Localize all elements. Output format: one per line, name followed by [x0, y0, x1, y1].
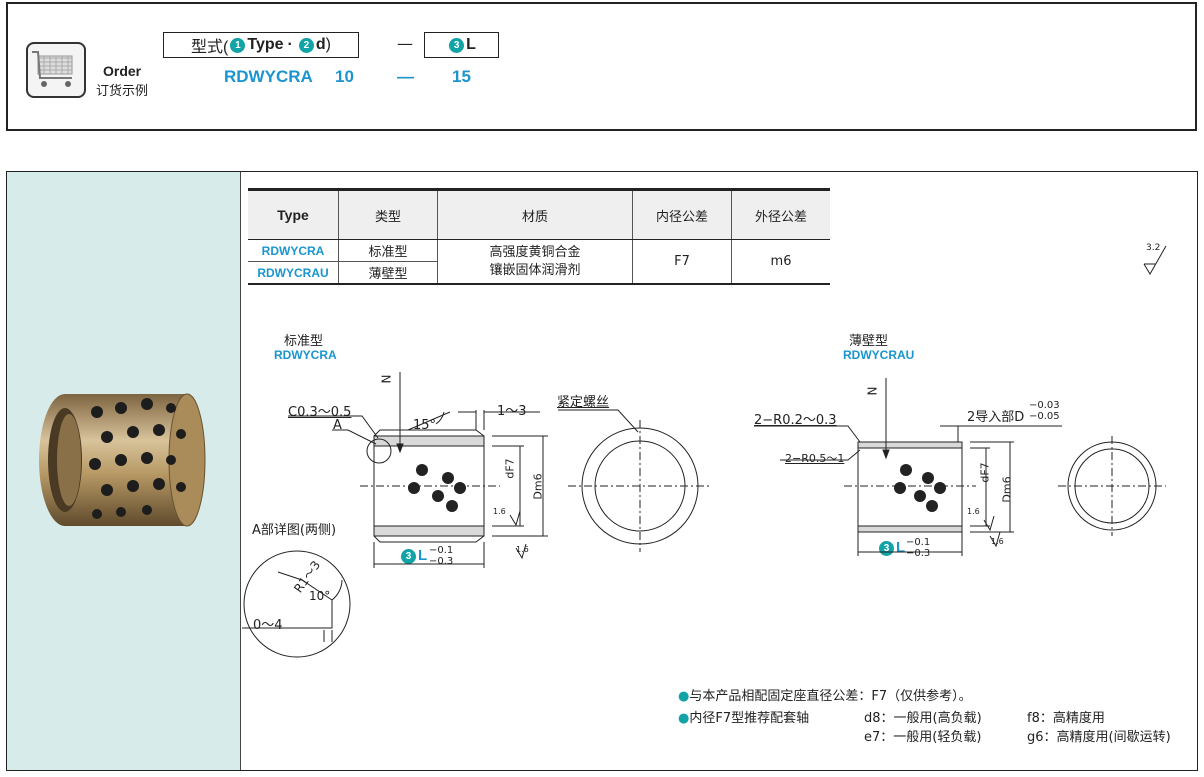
std-l-tolerance: −0.1 −0.3 — [429, 545, 453, 567]
col-header-outer-tol: 外径公差 — [731, 188, 830, 240]
thin-l-tolerance: −0.1 −0.3 — [906, 537, 930, 559]
note-f8: f8：高精度用 — [1027, 711, 1105, 726]
material-line2: 镶嵌固体润滑剂 — [489, 262, 581, 278]
std-point-a: A — [333, 418, 342, 433]
detail-title: A部详图(两侧) — [252, 523, 337, 538]
format-d-label: d — [315, 36, 326, 53]
row-type: RDWYCRA — [248, 239, 339, 262]
format-l-box: 3 L — [424, 32, 499, 58]
table-row: RDWYCRAU 薄壁型 — [248, 261, 830, 285]
format-dash: — — [397, 34, 413, 53]
note-e7: e7：一般用(轻负载) — [864, 730, 982, 745]
example-dash: — — [397, 67, 414, 86]
std-l-tol-upper: −0.1 — [429, 545, 454, 556]
example-l: 15 — [452, 67, 471, 86]
std-drawing — [242, 372, 712, 658]
product-panel — [6, 171, 1198, 771]
outer-tol-cell: m6 — [731, 239, 830, 285]
inner-tol-cell: F7 — [632, 239, 732, 285]
col-header-type: Type — [248, 188, 339, 240]
shopping-cart-icon — [26, 42, 86, 98]
roughness-symbol-icon — [1143, 245, 1167, 275]
thin-drawing — [754, 378, 1166, 556]
thin-rough-inner: 1.6 — [967, 507, 980, 516]
thin-l-tol-lower: −0.3 — [906, 548, 931, 559]
note-g6: g6：高精度用(间歇运转) — [1027, 730, 1171, 745]
circle-3-icon: 3 — [449, 37, 465, 53]
detail-angle: 10° — [309, 589, 331, 603]
order-label: Order — [103, 63, 142, 79]
format-type-label: Type — [247, 36, 284, 53]
col-header-inner-tol: 内径公差 — [632, 188, 732, 240]
table-row: RDWYCRA 标准型 高强度黄铜合金 镶嵌固体润滑剂 F7 m6 — [248, 239, 830, 285]
thin-guide-lower: −0.05 — [1029, 411, 1060, 422]
col-header-material: 材质 — [437, 188, 633, 240]
note-d8: d8：一般用(高负载) — [864, 711, 982, 726]
thin-guide-tol: −0.03 −0.05 — [1029, 400, 1060, 422]
col-header-kind: 类型 — [338, 188, 438, 240]
thin-r-inner: 2−R0.2～0.3 — [754, 413, 837, 428]
thin-title: 薄壁型 — [849, 334, 889, 349]
thin-code: RDWYCRAU — [843, 348, 915, 362]
material-line1: 高强度黄铜合金 — [489, 244, 581, 260]
std-title: 标准型 — [284, 334, 324, 349]
std-rough-outer: 1.6 — [516, 545, 529, 554]
std-l-tol-lower: −0.3 — [429, 556, 454, 567]
tip-icon: ● — [678, 711, 690, 726]
product-image-pane — [7, 172, 241, 770]
thin-guide-upper: −0.03 — [1029, 400, 1060, 411]
table-header-row: Type 类型 材质 内径公差 外径公差 — [248, 188, 830, 240]
thin-guide: 2导入部D — [967, 410, 1025, 425]
thin-l-tol-upper: −0.1 — [906, 537, 931, 548]
example-type: RDWYCRA — [224, 67, 313, 86]
format-prefix: 型式( — [191, 39, 229, 56]
format-l-label: L — [466, 36, 476, 53]
thin-l-label: L — [896, 539, 906, 556]
note-shaft: ●内径F7型推荐配套轴 — [678, 711, 810, 726]
note-fixed-seat: ●与本产品相配固定座直径公差：F7（仅供参考）。 — [678, 689, 972, 704]
std-code: RDWYCRA — [274, 348, 337, 362]
material-cell: 高强度黄铜合金 镶嵌固体润滑剂 — [437, 239, 633, 285]
order-example-box — [6, 2, 1197, 131]
row-kind: 薄壁型 — [338, 261, 438, 285]
detail-len: 0～4 — [253, 618, 283, 633]
std-rough-inner: 1.6 — [493, 507, 506, 516]
tip-icon: ● — [678, 689, 690, 704]
std-setscrew: 紧定螺丝 — [557, 395, 610, 410]
circle-1-icon: 1 — [230, 37, 246, 53]
order-label-zh: 订货示例 — [96, 84, 149, 99]
bushing-photo — [39, 393, 206, 527]
thin-r-outer: 2−R0.5～1 — [785, 452, 845, 465]
example-d: 10 — [335, 67, 354, 86]
std-angle: 15° — [413, 418, 437, 433]
roughness-value: 3.2 — [1146, 243, 1161, 253]
format-suffix: ) — [325, 36, 331, 53]
row-type: RDWYCRAU — [248, 261, 339, 285]
circle-3-icon: 3 — [401, 549, 416, 564]
row-kind: 标准型 — [338, 239, 438, 262]
std-l-label: L — [418, 547, 428, 564]
circle-2-icon: 2 — [298, 37, 314, 53]
format-dot: · — [287, 36, 293, 53]
format-type-d-box: 型式( 1 Type · 2 d ) — [163, 32, 359, 58]
spec-table: Type 类型 材质 内径公差 外径公差 RDWYCRA 标准型 高强度黄铜合金… — [248, 188, 830, 285]
